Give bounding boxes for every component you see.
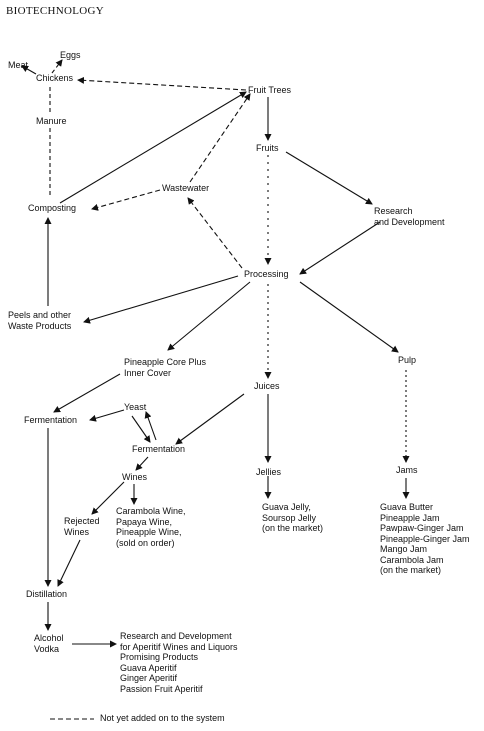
node-pineapple-core: Pineapple Core Plus Inner Cover xyxy=(124,357,206,378)
node-fermentation-mid: Fermentation xyxy=(132,444,186,454)
wine-products-line-1: Carambola Wine, xyxy=(116,506,186,516)
node-pulp: Pulp xyxy=(398,355,417,365)
node-research-development: Research and Development xyxy=(374,206,445,227)
rejected-line-2: Wines xyxy=(64,526,90,537)
aperitif-line-2: for Aperitif Wines and Liquors xyxy=(120,641,238,652)
wine-products-line-4: (sold on order) xyxy=(116,537,175,548)
node-wastewater: Wastewater xyxy=(162,183,210,193)
jam-products-line-2: Pineapple Jam xyxy=(380,512,440,523)
node-manure: Manure xyxy=(36,116,67,126)
node-jam-products: Guava Butter Pineapple Jam Pawpaw-Ginger… xyxy=(380,502,470,576)
link-yeast-fermentation-mid xyxy=(131,415,151,443)
node-meat: Meat xyxy=(8,60,29,70)
alcohol-line-1: Alcohol xyxy=(34,633,64,643)
link-rejected-distillation xyxy=(57,539,81,587)
link-processing-wastewater xyxy=(187,197,243,269)
wine-products-line-3: Pineapple Wine, xyxy=(116,527,182,537)
jam-products-line-1: Guava Butter xyxy=(380,502,434,512)
link-processing-peels xyxy=(83,275,239,324)
legend-label: Not yet added on to the system xyxy=(100,713,225,723)
aperitif-line-5: Ginger Aperitif xyxy=(120,673,178,683)
core-line-1: Pineapple Core Plus xyxy=(124,357,207,367)
link-fruits-rd xyxy=(285,151,373,205)
aperitif-line-4: Guava Aperitif xyxy=(120,662,177,673)
node-alcohol-vodka: Alcohol Vodka xyxy=(34,633,64,654)
link-wastewater-composting xyxy=(91,189,161,211)
jelly-products-line-3: (on the market) xyxy=(262,523,324,533)
node-jams: Jams xyxy=(396,465,418,475)
core-line-2: Inner Cover xyxy=(124,367,172,378)
jam-products-line-6: Carambola Jam xyxy=(380,554,444,565)
node-processing: Processing xyxy=(244,269,289,279)
link-processing-core xyxy=(167,281,251,351)
link-chickens-eggs xyxy=(51,59,63,74)
node-jelly-products: Guava Jelly, Soursop Jelly (on the marke… xyxy=(262,502,323,534)
jam-products-line-4: Pineapple-Ginger Jam xyxy=(380,533,470,544)
aperitif-line-3: Promising Products xyxy=(120,652,199,662)
node-composting: Composting xyxy=(28,203,77,213)
aperitif-line-6: Passion Fruit Aperitif xyxy=(120,683,203,694)
wine-products-line-2: Papaya Wine, xyxy=(116,516,173,527)
jam-products-line-5: Mango Jam xyxy=(380,544,428,554)
peels-line-2: Waste Products xyxy=(8,320,72,331)
node-wines: Wines xyxy=(122,472,148,482)
node-fermentation-left: Fermentation xyxy=(24,415,78,425)
rejected-line-1: Rejected xyxy=(64,516,100,526)
node-eggs: Eggs xyxy=(60,50,81,60)
jelly-products-line-1: Guava Jelly, xyxy=(262,502,311,512)
link-wines-rejected xyxy=(91,481,125,515)
node-distillation: Distillation xyxy=(26,589,68,599)
link-rd-processing xyxy=(299,221,381,275)
node-fruits: Fruits xyxy=(256,143,279,153)
link-composting-fruittrees xyxy=(59,91,247,204)
link-fruittrees-chickens xyxy=(77,76,247,91)
link-mid-yeast xyxy=(144,411,157,441)
node-chickens: Chickens xyxy=(36,73,74,83)
rd-line-1: Research xyxy=(374,206,413,216)
link-wastewater-fruittrees xyxy=(189,93,251,183)
aperitif-line-1: Research and Development xyxy=(120,631,232,641)
link-juices-fermentation xyxy=(175,393,245,445)
link-core-fermentation xyxy=(53,373,121,413)
node-wine-products: Carambola Wine, Papaya Wine, Pineapple W… xyxy=(116,506,186,548)
peels-line-1: Peels and other xyxy=(8,310,72,320)
link-processing-pulp xyxy=(299,281,399,353)
node-yeast: Yeast xyxy=(124,402,147,412)
rd-line-2: and Development xyxy=(374,216,445,227)
node-aperitif-rd: Research and Development for Aperitif Wi… xyxy=(120,631,238,694)
diagram-title: BIOTECHNOLOGY xyxy=(6,5,105,17)
jam-products-line-7: (on the market) xyxy=(380,565,442,575)
node-juices: Juices xyxy=(254,381,280,391)
jelly-products-line-2: Soursop Jelly xyxy=(262,512,317,523)
alcohol-line-2: Vodka xyxy=(34,643,60,654)
node-jellies: Jellies xyxy=(256,467,282,477)
link-fermentation-wines xyxy=(135,456,149,471)
node-rejected-wines: Rejected Wines xyxy=(64,516,100,537)
node-peels-waste: Peels and other Waste Products xyxy=(8,310,71,331)
link-chickens-meat xyxy=(21,65,37,75)
link-yeast-fermentation-left xyxy=(89,409,125,422)
jam-products-line-3: Pawpaw-Ginger Jam xyxy=(380,523,464,533)
node-fruit-trees: Fruit Trees xyxy=(248,85,292,95)
